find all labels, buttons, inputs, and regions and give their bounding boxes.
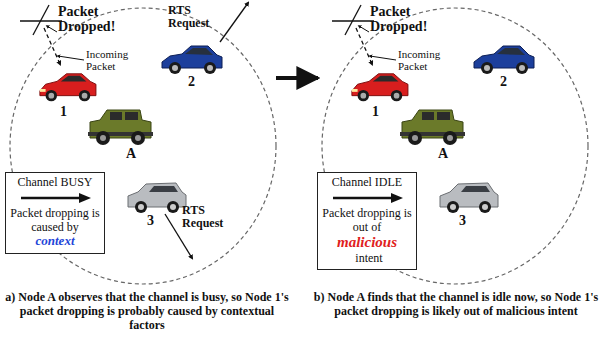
node-name: A <box>126 146 142 161</box>
drop-note: Packet Dropped! <box>370 4 434 35</box>
panel-caption: b) Node A finds that the channel is idle… <box>312 291 600 319</box>
node-number: 1 <box>372 104 386 119</box>
inference-arrow <box>15 192 95 204</box>
node-number: 3 <box>459 213 473 228</box>
node-name: A <box>438 146 454 161</box>
inference-text: Packet dropping is out of <box>322 207 412 235</box>
inference-arrow <box>327 192 407 204</box>
box-body: Packet dropping is out ofmaliciousintent <box>322 207 412 266</box>
rts-note: RTS Request <box>168 4 220 30</box>
channel-state: Channel IDLE <box>322 176 412 190</box>
key-word: malicious <box>337 234 397 251</box>
drop-note: Packet Dropped! <box>58 4 122 35</box>
panel-caption: a) Node A observes that the channel is b… <box>2 291 292 332</box>
key-word: intent <box>355 252 382 266</box>
node-number: 2 <box>500 74 514 89</box>
key-word: context <box>36 234 75 249</box>
node-number: 2 <box>188 74 202 89</box>
packet-note: Incoming Packet <box>86 48 138 72</box>
box-body: Packet dropping is caused bycontext <box>10 207 100 250</box>
node-number: 1 <box>60 104 74 119</box>
inference-text: Packet dropping is caused by <box>10 207 100 235</box>
status-box: Channel BUSY Packet dropping is caused by… <box>5 172 105 254</box>
channel-state: Channel BUSY <box>10 176 100 190</box>
status-box: Channel IDLE Packet dropping is out ofmal… <box>317 172 417 270</box>
packet-note: Incoming Packet <box>398 48 450 72</box>
rts-note: RTS Request <box>182 204 236 230</box>
node-number: 3 <box>147 213 161 228</box>
